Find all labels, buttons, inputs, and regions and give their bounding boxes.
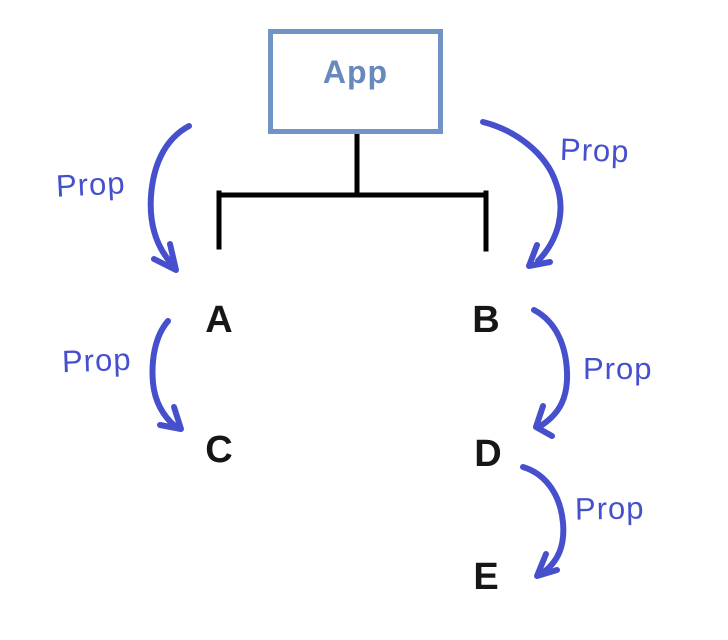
prop-label-app-to-b: Prop xyxy=(559,131,631,170)
node-c: C xyxy=(205,429,233,471)
prop-arrow-app-to-b xyxy=(480,119,564,269)
prop-arrow-d-to-e xyxy=(520,464,567,579)
prop-arrow-a-to-c xyxy=(149,318,184,432)
arrow-head-icon xyxy=(157,404,184,432)
node-d: D xyxy=(474,433,502,475)
arrow-head-icon xyxy=(151,241,179,273)
prop-arrow-b-to-d xyxy=(531,307,571,439)
prop-label-a-to-c: Prop xyxy=(61,341,133,380)
node-a: A xyxy=(205,299,233,341)
arrow-curve xyxy=(147,123,192,266)
app-node-box: App xyxy=(268,29,443,134)
arrow-head-icon xyxy=(534,551,560,579)
prop-arrows xyxy=(147,119,571,579)
prop-arrow-app-to-a xyxy=(147,123,192,273)
arrow-head-icon xyxy=(526,242,553,269)
arrow-curve xyxy=(149,318,179,430)
arrow-curve xyxy=(531,307,571,428)
arrow-curve xyxy=(520,464,567,575)
tree-connectors xyxy=(216,128,489,252)
app-node-label: App xyxy=(322,54,389,90)
arrow-head-icon xyxy=(533,403,555,439)
prop-label-app-to-a: Prop xyxy=(55,165,127,204)
arrow-curve xyxy=(480,119,564,264)
prop-label-b-to-d: Prop xyxy=(583,351,653,386)
node-b: B xyxy=(472,299,500,341)
node-e: E xyxy=(473,556,499,598)
prop-label-d-to-e: Prop xyxy=(574,490,645,527)
